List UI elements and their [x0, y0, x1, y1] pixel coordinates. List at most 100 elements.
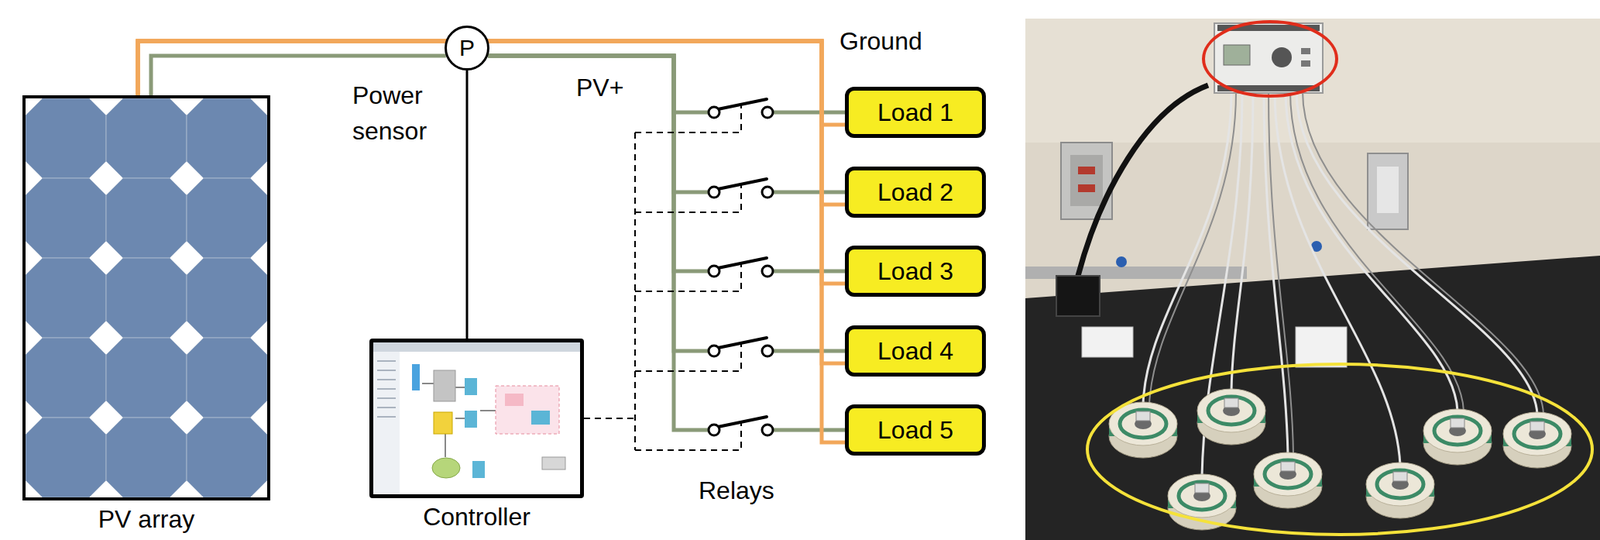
pv-cell	[25, 417, 107, 498]
node-label: PV array	[22, 504, 271, 534]
block	[495, 385, 560, 434]
wire	[137, 41, 845, 284]
highlight-ellipse	[1203, 21, 1337, 97]
terminal-strip	[1295, 326, 1347, 368]
relay-contact	[762, 186, 773, 198]
node-outline	[22, 95, 271, 501]
screen-palette	[373, 351, 400, 495]
load-box: Load 4	[844, 325, 986, 377]
relay-lever	[717, 416, 767, 427]
node-label: Load 3	[877, 257, 954, 286]
load-box: Load 3	[844, 245, 986, 297]
node-label: Controller	[369, 502, 584, 532]
node-label: Load 2	[877, 178, 954, 207]
bench-top	[1025, 255, 1600, 540]
wire	[1263, 91, 1288, 455]
relay-contact	[708, 345, 720, 357]
lab-photo	[1025, 18, 1600, 540]
node-label: P	[459, 34, 475, 62]
block	[542, 456, 566, 470]
highlight-ellipse	[1087, 363, 1593, 535]
plc-button	[1301, 48, 1311, 55]
pv-cell	[186, 417, 268, 498]
block	[472, 460, 485, 478]
pv-cell	[25, 178, 107, 258]
controller-monitor: Controller	[369, 338, 584, 532]
control-signal-line	[583, 105, 742, 450]
block	[464, 377, 478, 395]
label-holder: Power sensor	[352, 77, 461, 149]
load-box: Load 2	[844, 166, 986, 218]
relay-contact	[762, 265, 773, 277]
block-wires	[422, 383, 496, 457]
wire	[487, 55, 845, 193]
relay-lever	[717, 337, 767, 348]
pv-array-panel: PV array	[22, 95, 271, 534]
node-label: Load 5	[877, 415, 954, 445]
relay-contact	[762, 424, 773, 436]
screen-ground	[373, 342, 581, 495]
palette-lines	[377, 360, 396, 417]
resistor-symbol	[1253, 452, 1322, 509]
controller-screenshot	[373, 342, 581, 495]
block	[433, 370, 456, 402]
wire-nut	[1115, 256, 1127, 268]
power-sensor-circle: P	[444, 25, 490, 71]
pv-cell	[25, 337, 107, 418]
pv-cell	[186, 98, 268, 179]
annotation-label: Relays	[698, 475, 775, 505]
plc-controller	[1214, 23, 1323, 93]
pv-cells	[25, 98, 268, 498]
outlet-cover	[1070, 154, 1103, 207]
annotation-label: Ground	[839, 26, 923, 56]
relay-lever	[717, 178, 767, 189]
pv-cell	[106, 178, 187, 258]
wall	[1025, 18, 1600, 540]
plc-dial	[1271, 47, 1292, 68]
pv-cell	[186, 257, 268, 338]
relay-lever	[717, 257, 767, 268]
pv-cell	[106, 98, 187, 179]
node-outline	[369, 338, 584, 498]
relay-contact	[708, 186, 720, 198]
annotation-label: PV+	[576, 72, 624, 103]
outlet-detail	[1078, 166, 1096, 175]
plc-button	[1301, 60, 1311, 67]
pv-cell	[106, 337, 187, 418]
load-box: Load 5	[844, 404, 986, 456]
pv-cell	[25, 257, 107, 338]
load-box: Load 1	[844, 86, 986, 138]
block	[412, 363, 420, 391]
relay-contact	[708, 265, 720, 277]
node-caption: PV array	[22, 504, 271, 534]
wire	[137, 41, 845, 364]
switch-box	[1367, 153, 1408, 230]
resistor-symbol	[1503, 412, 1572, 468]
relay-contact	[708, 424, 720, 436]
resistor-symbol	[1423, 408, 1492, 465]
label-holder: PV+	[576, 72, 624, 103]
resistor-symbol	[1197, 388, 1266, 445]
power-supply	[1056, 275, 1100, 316]
relay-lever	[717, 99, 767, 110]
terminal-strip	[1081, 326, 1134, 358]
block	[464, 410, 478, 428]
pv-cell	[186, 178, 268, 258]
relay-contact	[762, 106, 773, 118]
relay-contact	[762, 345, 773, 357]
pv-cell	[186, 337, 268, 418]
wire	[1268, 91, 1294, 455]
screen-toolbar	[373, 342, 581, 352]
pv-cell	[106, 257, 187, 338]
wire	[1143, 91, 1232, 405]
pv-cell	[106, 417, 187, 498]
wire	[466, 70, 469, 339]
label-holder: Relays	[698, 475, 775, 505]
block	[504, 393, 524, 406]
load-wires	[1149, 91, 1544, 455]
wall-light	[1025, 18, 1600, 143]
